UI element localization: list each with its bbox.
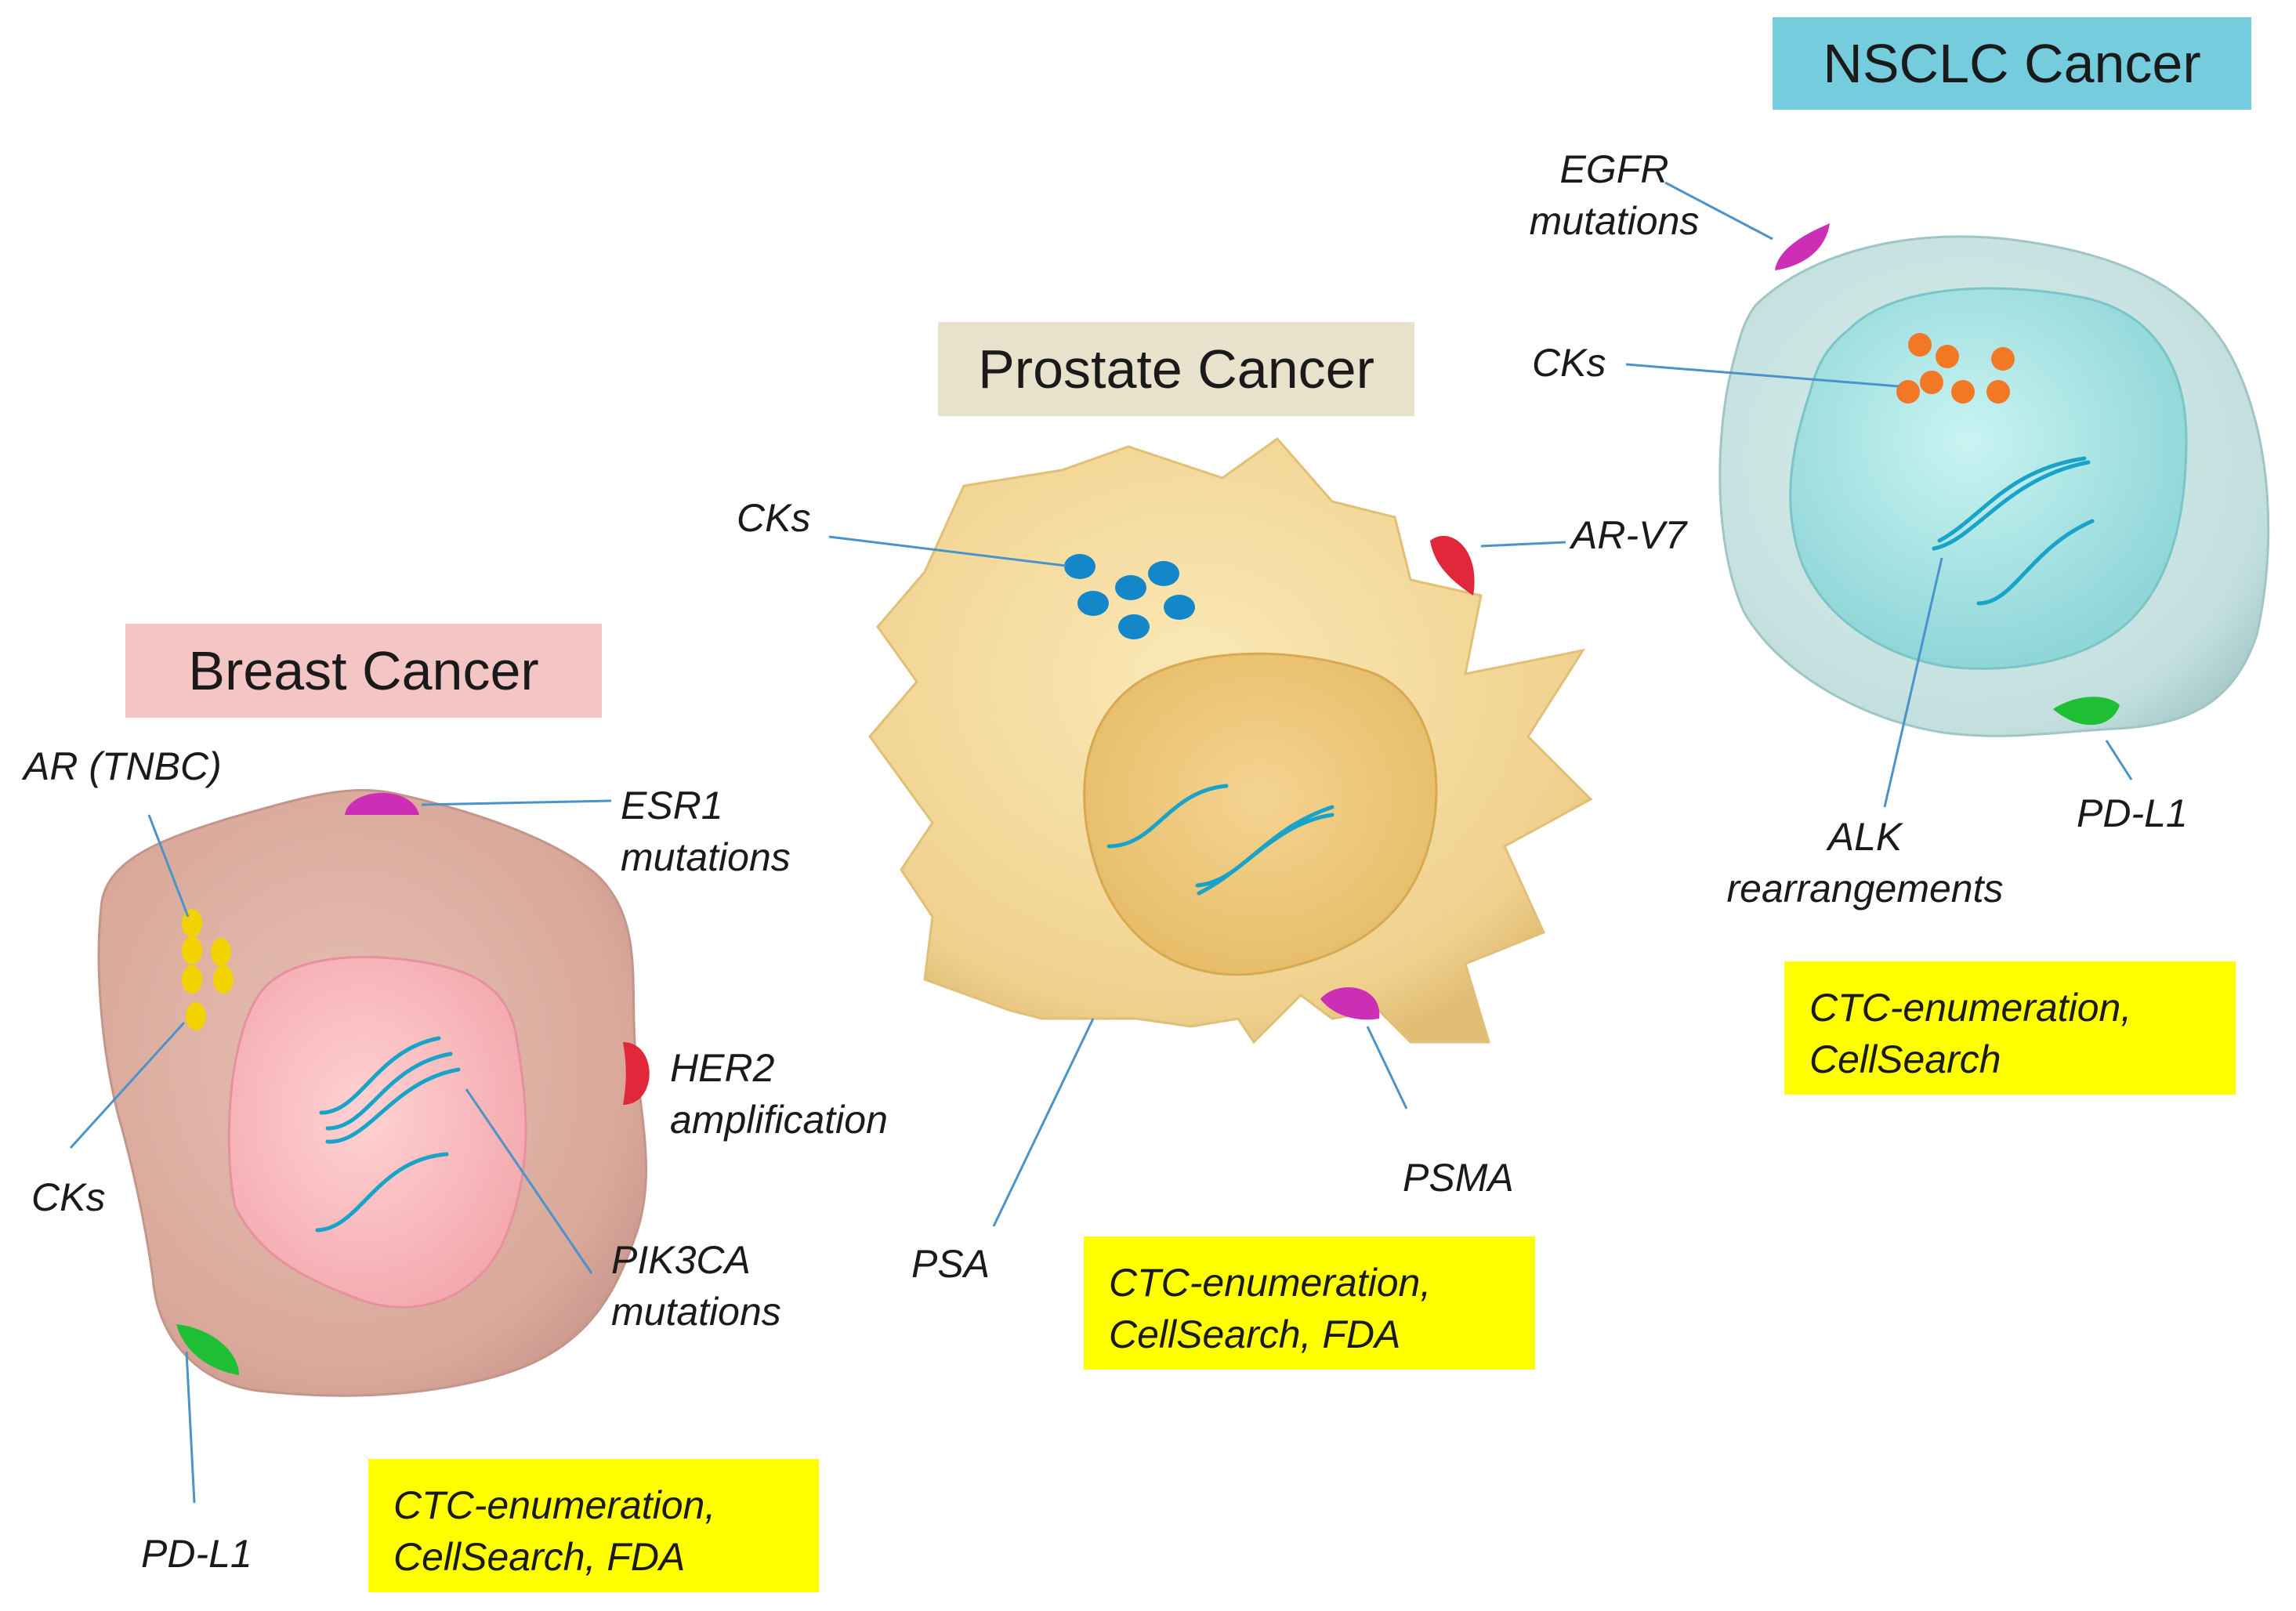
nsclc-egfr-label-line2: mutations xyxy=(1529,199,1700,243)
leader-breast-ar xyxy=(147,814,190,918)
breast-pdl1-receptor xyxy=(176,1324,239,1375)
breast-esr1-label-line1: ESR1 xyxy=(621,784,723,827)
prostate-nucleus xyxy=(1083,652,1438,976)
leader-lines xyxy=(69,181,2133,1504)
breast-her2-receptor xyxy=(623,1042,650,1105)
prostate-arv7-label: AR-V7 xyxy=(1571,513,1687,557)
prostate-cytokeratin-dots xyxy=(1064,554,1195,639)
leader-prostate-psma xyxy=(1366,1026,1408,1110)
breast-pik3ca-label: PIK3CA mutations xyxy=(611,1234,781,1338)
breast-her2-label-line2: amplification xyxy=(670,1098,888,1142)
prostate-psma-label: PSMA xyxy=(1403,1156,1514,1200)
leader-breast-pik3ca xyxy=(465,1088,593,1274)
nsclc-cancer-cell xyxy=(1718,223,2270,737)
nsclc-alk-label-line2: rearrangements xyxy=(1726,867,2004,910)
breast-her2-label: HER2 amplification xyxy=(670,1042,888,1146)
leader-prostate-cks xyxy=(828,535,1067,567)
nsclc-note-line1: CTC-enumeration, xyxy=(1809,986,2132,1030)
breast-esr1-receptor xyxy=(345,792,419,815)
leader-breast-esr1 xyxy=(421,799,612,806)
prostate-note-line2: CellSearch, FDA xyxy=(1109,1312,1401,1356)
breast-cks-label: CKs xyxy=(31,1175,106,1219)
leader-breast-cks xyxy=(69,1021,186,1149)
nsclc-ctc-note: CTC-enumeration, CellSearch xyxy=(1784,961,2236,1095)
prostate-ctc-note: CTC-enumeration, CellSearch, FDA xyxy=(1084,1236,1535,1370)
nsclc-cancer-title: NSCLC Cancer xyxy=(1773,17,2251,110)
breast-cancer-cell xyxy=(97,788,650,1397)
leader-nsclc-alk xyxy=(1883,557,1943,808)
prostate-cancer-title: Prostate Cancer xyxy=(938,322,1414,416)
breast-cytokeratin-dots xyxy=(182,909,234,1030)
prostate-psma-receptor xyxy=(1320,987,1380,1020)
breast-pdl1-label: PD-L1 xyxy=(141,1532,252,1576)
nsclc-egfr-label: EGFR mutations xyxy=(1516,143,1712,247)
nsclc-alk-label: ALK rearrangements xyxy=(1685,811,2045,914)
leader-breast-pdl1 xyxy=(185,1351,196,1504)
leader-nsclc-egfr xyxy=(1664,181,1773,241)
breast-nucleus xyxy=(227,956,527,1309)
nsclc-egfr-receptor xyxy=(1775,223,1830,270)
nsclc-cks-label: CKs xyxy=(1532,341,1606,385)
nsclc-alk-label-line1: ALK xyxy=(1827,815,1903,859)
breast-note-line1: CTC-enumeration, xyxy=(393,1483,716,1527)
prostate-arv7-receptor xyxy=(1430,535,1475,596)
prostate-psa-label: PSA xyxy=(911,1242,990,1286)
nsclc-pdl1-label: PD-L1 xyxy=(2077,791,2188,835)
breast-note-line2: CellSearch, FDA xyxy=(393,1535,686,1579)
breast-cancer-title: Breast Cancer xyxy=(125,624,602,718)
breast-esr1-label-line2: mutations xyxy=(621,835,791,879)
breast-ar-label: AR (TNBC) xyxy=(24,744,222,788)
breast-pik3ca-label-line1: PIK3CA xyxy=(611,1238,751,1282)
breast-dna-strands xyxy=(315,1036,461,1233)
prostate-note-line1: CTC-enumeration, xyxy=(1109,1261,1432,1305)
nsclc-pdl1-receptor xyxy=(2053,697,2120,726)
nsclc-dna-strands xyxy=(1932,456,2095,606)
prostate-cks-label: CKs xyxy=(737,496,811,540)
breast-esr1-label: ESR1 mutations xyxy=(621,780,791,883)
leader-nsclc-cks xyxy=(1625,363,1899,388)
nsclc-nucleus xyxy=(1789,287,2188,670)
leader-prostate-psa xyxy=(992,1018,1095,1227)
nsclc-egfr-label-line1: EGFR xyxy=(1559,147,1669,191)
prostate-cancer-cell xyxy=(868,436,1593,1044)
leader-nsclc-pdl1 xyxy=(2105,740,2133,780)
prostate-dna-strands xyxy=(1106,784,1335,896)
breast-pik3ca-label-line2: mutations xyxy=(611,1290,781,1334)
breast-ctc-note: CTC-enumeration, CellSearch, FDA xyxy=(368,1459,819,1592)
breast-her2-label-line1: HER2 xyxy=(670,1046,775,1090)
leader-prostate-arv7 xyxy=(1480,541,1566,548)
nsclc-note-line2: CellSearch xyxy=(1809,1037,2001,1081)
nsclc-cytokeratin-dots xyxy=(1896,333,2015,404)
